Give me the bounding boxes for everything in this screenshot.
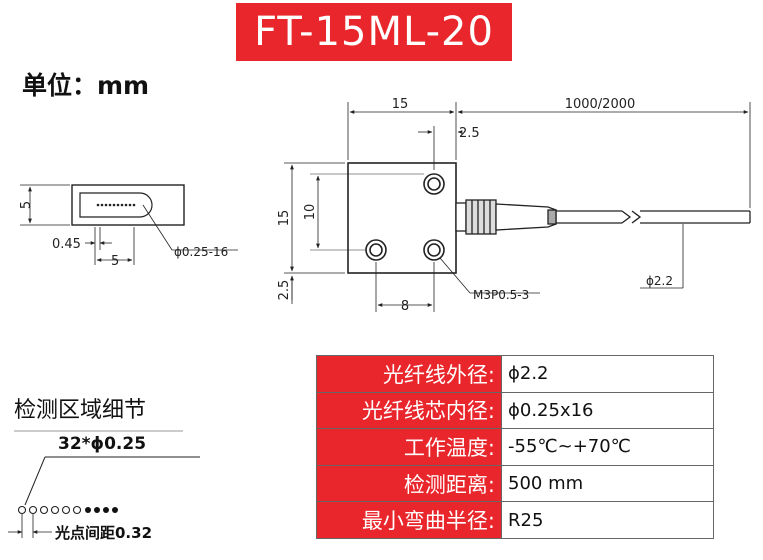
spot-spacing-label: 光点间距0.32 [54,524,152,542]
side-fiber-label: ϕ0.25-16 [174,245,228,259]
spec-value: -55℃~+70℃ [501,428,714,466]
mounting-hole-top [423,173,445,195]
front-height-label: 15 [277,210,292,227]
spec-label: 光纤线芯内径: [316,391,502,430]
cable-length-label: 1000/2000 [565,97,636,112]
fiber-spec-label: 32*ϕ0.25 [58,434,146,454]
bottom-offset-label: 2.5 [277,280,292,301]
spec-value: 500 mm [501,464,714,503]
spec-label: 最小弯曲半径: [316,501,502,539]
spec-value: ϕ0.25x16 [501,391,714,430]
title-banner: FT-15ML-20 [236,3,512,61]
table-row: 光纤线芯内径: ϕ0.25x16 [316,391,714,430]
hole-spacing-h-label: 8 [401,299,409,314]
screw-label: M3P0.5-3 [473,288,529,302]
table-row: 光纤线外径: ϕ2.2 [316,355,714,393]
unit-label: 单位：mm [22,71,150,100]
table-row: 工作温度: -55℃~+70℃ [316,428,714,466]
spec-label: 光纤线外径: [316,355,502,393]
side-view-body [71,184,185,226]
hole-offset-label: 2.5 [459,126,480,141]
cable-strain-relief [455,199,557,235]
hole-spacing-v-label: 10 [303,204,318,221]
side-gap-label: 0.45 [52,237,81,252]
cable-diameter-label: ϕ2.2 [646,274,673,288]
spec-value: ϕ2.2 [501,355,714,393]
front-view-body [347,162,457,274]
table-row: 最小弯曲半径: R25 [316,501,714,539]
spec-table: 光纤线外径: ϕ2.2 光纤线芯内径: ϕ0.25x16 工作温度: -55℃~… [316,355,714,539]
table-row: 检测距离: 500 mm [316,464,714,503]
detail-section-title: 检测区域细节 [14,398,147,423]
detail-hollow-dots [17,505,82,515]
side-view-slot [79,192,153,218]
spec-label: 工作温度: [316,428,502,466]
fiber-cable [556,210,751,224]
side-height-label: 5 [19,201,34,209]
detection-detail: 32*ϕ0.25 光点间距0.32 [8,430,200,542]
side-view-fiber-dots [96,203,136,207]
front-view: 15 1000/2000 2.5 15 10 2.5 8 M3P0.5-3 ϕ2… [277,97,751,314]
side-width-label: 5 [111,254,119,269]
detail-solid-dots [85,507,118,513]
spec-label: 检测距离: [316,464,502,503]
mounting-hole-bottom-right [423,239,445,261]
front-width-label: 15 [392,97,409,112]
spec-value: R25 [501,501,714,539]
side-view: 5 0.45 5 ϕ0.25-16 [19,184,238,269]
product-title: FT-15ML-20 [254,9,494,55]
